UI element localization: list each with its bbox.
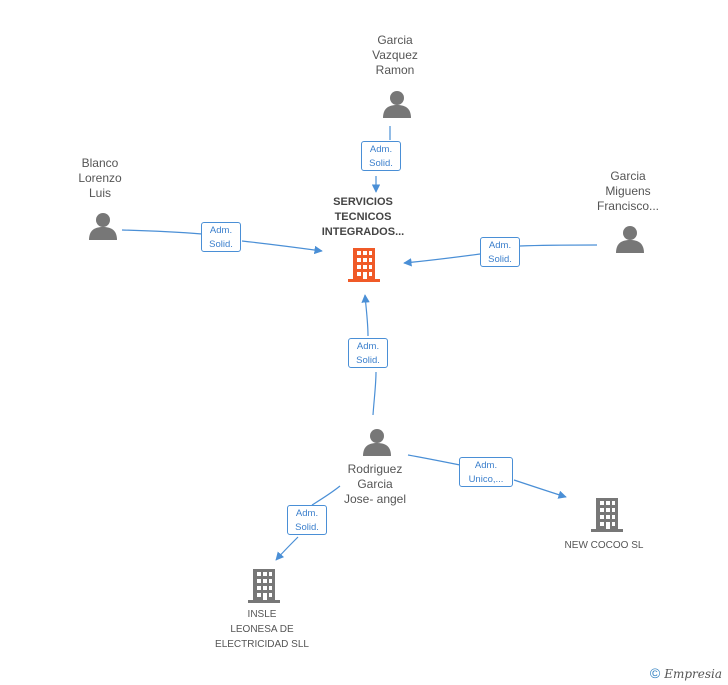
copyright-icon: ©	[649, 665, 661, 681]
center-company-label[interactable]: SERVICIOS TECNICOS INTEGRADOS...	[321, 196, 405, 238]
edge-rodriguez-to-center	[365, 295, 377, 416]
person-label-garcia-miguens[interactable]: Garcia Miguens Francisco...	[596, 169, 659, 213]
building-icon[interactable]	[591, 498, 623, 532]
edge-label-garcia-miguens: Adm. Solid.	[480, 237, 520, 267]
edge-label-blanco: Adm. Solid.	[201, 222, 241, 252]
person-label-garcia-vazquez[interactable]: Garcia Vazquez Ramon	[372, 33, 418, 77]
edge-label-garcia-vazquez: Adm. Solid.	[361, 141, 401, 171]
edge-garcia-miguens-to-center	[404, 244, 598, 263]
footer-brand: ©Empresia	[650, 665, 722, 681]
person-icon[interactable]	[383, 91, 411, 118]
person-icon[interactable]	[616, 226, 644, 253]
edge-rodriguez-to-new-cocoo	[407, 454, 566, 497]
edge-label-rodriguez-insle: Adm. Solid.	[287, 505, 327, 535]
person-icon[interactable]	[89, 213, 117, 240]
edge-label-rodriguez-new-cocoo: Adm. Unico,...	[459, 457, 513, 487]
person-icon[interactable]	[363, 429, 391, 456]
edge-label-rodriguez-center: Adm. Solid.	[348, 338, 388, 368]
person-label-blanco[interactable]: Blanco Lorenzo Luis	[78, 156, 122, 200]
edge-rodriguez-to-insle	[276, 485, 341, 560]
center-company-building-icon[interactable]	[348, 248, 380, 282]
brand-name[interactable]: Empresia	[664, 667, 722, 681]
edge-blanco-to-center	[121, 229, 322, 251]
edge-garcia-vazquez-to-center	[376, 126, 391, 192]
person-label-rodriguez[interactable]: Rodriguez Garcia Jose- angel	[343, 462, 407, 506]
company-label-insle[interactable]: INSLE LEONESA DE ELECTRICIDAD SLL	[215, 609, 309, 650]
building-icon[interactable]	[248, 569, 280, 603]
company-label-new-cocoo[interactable]: NEW COCOO SL	[564, 540, 644, 551]
